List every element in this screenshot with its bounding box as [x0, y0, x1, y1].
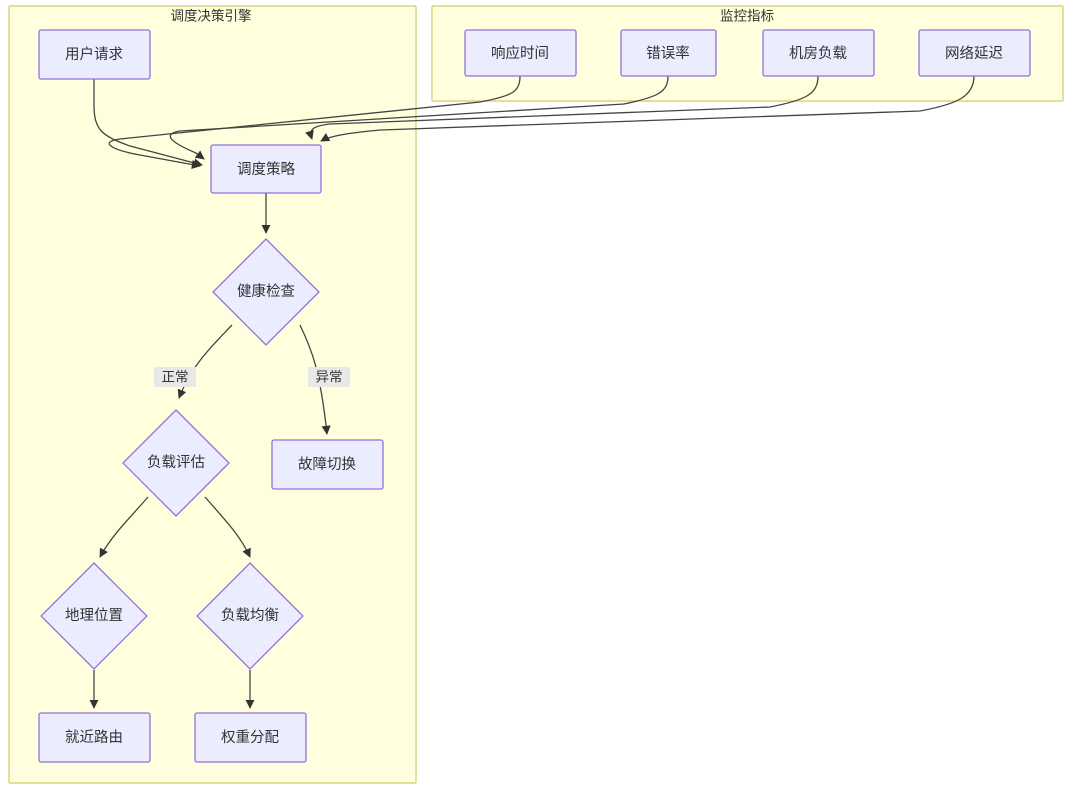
node-load-eval[interactable]: 负载评估 — [122, 409, 230, 517]
edge-label-abnormal-bg — [308, 367, 350, 387]
node-dc-load[interactable]: 机房负载 — [762, 29, 875, 77]
node-load-balance[interactable]: 负载均衡 — [196, 562, 304, 670]
edge-load-eval-to-geo-location — [99, 496, 149, 558]
node-error-rate[interactable]: 错误率 — [620, 29, 717, 77]
edge-label-abnormal-text: 异常 — [316, 370, 343, 385]
node-failover-label: 故障切换 — [298, 455, 356, 473]
node-net-latency-shape — [918, 29, 1031, 77]
node-response-time-shape — [464, 29, 577, 77]
edge-health-check-to-failover — [299, 324, 331, 435]
node-error-rate-label: 错误率 — [646, 45, 690, 62]
cluster-engine-title: 调度决策引擎 — [171, 8, 252, 24]
cluster-metrics-box — [431, 5, 1064, 102]
edge-load-eval-to-load-balance — [204, 496, 251, 558]
node-user-request-shape — [38, 29, 151, 80]
node-geo-location-shape — [40, 562, 148, 670]
node-geo-location-label: 地理位置 — [65, 607, 123, 624]
node-response-time-label: 响应时间 — [491, 44, 549, 62]
node-weight-alloc[interactable]: 权重分配 — [194, 712, 307, 763]
node-schedule-policy-label: 调度策略 — [237, 161, 295, 178]
node-user-request-label: 用户请求 — [65, 46, 123, 63]
node-schedule-policy[interactable]: 调度策略 — [210, 144, 322, 194]
cluster-metrics[interactable]: 监控指标 — [431, 5, 1064, 102]
node-load-eval-label: 负载评估 — [147, 454, 205, 471]
node-geo-location[interactable]: 地理位置 — [40, 562, 148, 670]
node-weight-alloc-label: 权重分配 — [221, 729, 279, 746]
node-net-latency[interactable]: 网络延迟 — [918, 29, 1031, 77]
node-load-balance-shape — [196, 562, 304, 670]
node-failover-shape — [271, 439, 384, 490]
edge-label-normal-text: 正常 — [162, 370, 189, 385]
node-health-check[interactable]: 健康检查 — [212, 238, 320, 346]
edge-dc-load-to-schedule-policy — [305, 75, 819, 140]
node-health-check-shape — [212, 238, 320, 346]
node-nearest-route-shape — [38, 712, 151, 763]
node-load-balance-label: 负载均衡 — [221, 607, 279, 624]
edge-label-normal-bg — [154, 367, 196, 387]
node-health-check-label: 健康检查 — [237, 283, 295, 300]
cluster-metrics-title: 监控指标 — [720, 9, 774, 24]
node-dc-load-shape — [762, 29, 875, 77]
node-user-request[interactable]: 用户请求 — [38, 29, 151, 80]
node-net-latency-label: 网络延迟 — [945, 45, 1003, 62]
node-error-rate-shape — [620, 29, 717, 77]
edge-error-rate-to-schedule-policy — [169, 75, 669, 160]
node-weight-alloc-shape — [194, 712, 307, 763]
edge-net-latency-to-schedule-policy — [320, 75, 975, 142]
edge-label-normal: 正常 — [154, 367, 196, 387]
edge-user-request-to-schedule-policy — [93, 79, 203, 168]
node-load-eval-shape — [122, 409, 230, 517]
node-schedule-policy-shape — [210, 144, 322, 194]
node-dc-load-label: 机房负载 — [789, 45, 847, 62]
edge-group — [89, 75, 975, 709]
node-failover[interactable]: 故障切换 — [271, 439, 384, 490]
node-nearest-route-label: 就近路由 — [65, 729, 123, 746]
node-response-time[interactable]: 响应时间 — [464, 29, 577, 77]
node-nearest-route[interactable]: 就近路由 — [38, 712, 151, 763]
edge-health-check-to-load-eval — [177, 324, 233, 399]
edge-response-time-to-schedule-policy — [108, 75, 521, 169]
edge-label-abnormal: 异常 — [308, 367, 350, 387]
